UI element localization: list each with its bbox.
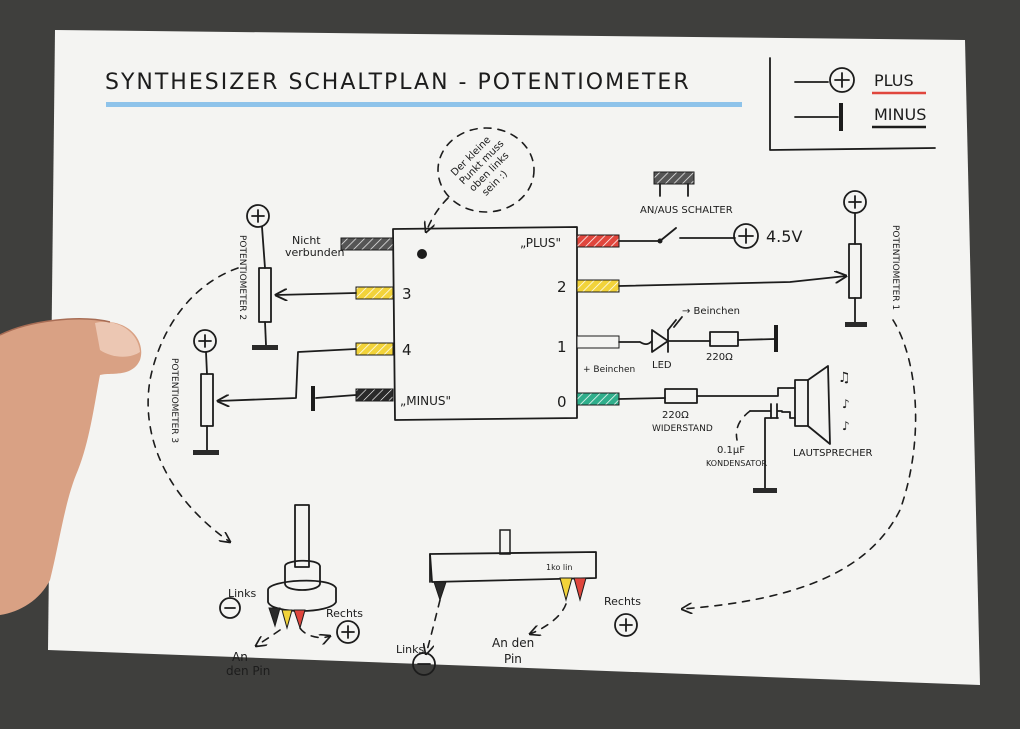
potentiometer-2: POTENTIOMETER 2 bbox=[237, 204, 357, 350]
diagram-title: SYNTHESIZER SCHALTPLAN - POTENTIOMETER bbox=[105, 70, 691, 95]
led-plus-leg: + Beinchen bbox=[583, 365, 635, 375]
led-label: LED bbox=[652, 360, 672, 371]
chip-orientation-dot-icon bbox=[417, 249, 427, 259]
slide-minus-icon bbox=[412, 652, 436, 676]
rotary-right-label: Rechts bbox=[326, 607, 363, 620]
switch-icon bbox=[653, 171, 695, 185]
capacitor-label: KONDENSATOR bbox=[706, 459, 768, 468]
pin-2-label: 2 bbox=[557, 278, 567, 296]
legend-minus-label: MINUS bbox=[874, 105, 926, 124]
not-connected-label-2: verbunden bbox=[285, 246, 344, 259]
pin-3 bbox=[355, 286, 394, 300]
led-icon bbox=[651, 329, 669, 353]
speaker-ground-icon bbox=[753, 488, 777, 493]
pot3-ground-icon bbox=[193, 450, 219, 455]
pot2-label: POTENTIOMETER 2 bbox=[237, 235, 247, 320]
pin-not-connected bbox=[340, 237, 394, 251]
switch-label: AN/AUS SCHALTER bbox=[640, 205, 733, 216]
led-resistor-label: 220Ω bbox=[706, 352, 733, 363]
led-branch: → Beinchen + Beinchen LED 220Ω bbox=[583, 306, 778, 375]
title-underline bbox=[106, 102, 742, 107]
pin-3-label: 3 bbox=[402, 285, 412, 303]
pot3-plus-icon bbox=[193, 329, 217, 353]
potentiometer-3: POTENTIOMETER 3 bbox=[169, 329, 357, 455]
potentiometer-1: POTENTIOMETER 1 bbox=[618, 190, 900, 327]
power-switch: AN/AUS SCHALTER 4.5V bbox=[618, 171, 802, 249]
slide-plus-icon bbox=[614, 613, 638, 637]
chip: 3 4 „MINUS" „PLUS" 2 1 0 Nicht verbunden bbox=[285, 226, 620, 421]
pot1-ground-icon bbox=[845, 322, 867, 327]
pin-2 bbox=[576, 279, 620, 293]
slide-left-label: Links bbox=[396, 643, 425, 656]
capacitor-value: 0.1µF bbox=[717, 445, 745, 456]
paper-sheet bbox=[48, 30, 980, 685]
slide-pin-label-2: Pin bbox=[504, 652, 522, 666]
plus-symbol-icon bbox=[829, 67, 855, 93]
hand-photo bbox=[0, 318, 142, 615]
pin-minus bbox=[355, 388, 394, 402]
dot-note-bubble: Der kleine Punkt muss oben links sein :) bbox=[426, 127, 535, 232]
pin-plus-label: „PLUS" bbox=[520, 236, 561, 250]
speaker-label: LAUTSPRECHER bbox=[793, 448, 873, 459]
pot3-label: POTENTIOMETER 3 bbox=[169, 358, 179, 443]
guide-arrow-left bbox=[147, 267, 239, 542]
slide-pin-label-1: An den bbox=[492, 636, 534, 650]
resistor-label: WIDERSTAND bbox=[652, 424, 713, 434]
supply-plus-icon bbox=[733, 223, 759, 249]
note-icon-3: ♪ bbox=[842, 419, 850, 433]
speaker-branch: 220Ω WIDERSTAND 0.1µF KONDENSATOR ♫ ♪ ♪ … bbox=[618, 365, 873, 493]
rotary-plus-icon bbox=[336, 620, 360, 644]
note-icon-2: ♪ bbox=[842, 397, 850, 411]
rotary-left-label: Links bbox=[228, 587, 257, 600]
pin-minus-label: „MINUS" bbox=[400, 394, 451, 408]
pin-4 bbox=[355, 342, 394, 356]
pot1-label: POTENTIOMETER 1 bbox=[890, 225, 900, 310]
rotary-pin-label-1: An bbox=[232, 650, 248, 664]
guide-arrow-right bbox=[682, 319, 917, 609]
pin-0-label: 0 bbox=[557, 393, 567, 411]
rotary-pin-label-2: den Pin bbox=[226, 664, 270, 678]
led-leg-note: → Beinchen bbox=[682, 306, 740, 317]
slide-pot-value: 1ko lin bbox=[546, 563, 572, 572]
rotary-potentiometer: Links Rechts An den Pin bbox=[219, 504, 363, 678]
pin-0 bbox=[576, 392, 620, 406]
slide-potentiometer: 1ko lin Links Rechts An den Pin bbox=[396, 529, 641, 676]
pin-1 bbox=[576, 335, 620, 349]
supply-voltage: 4.5V bbox=[766, 227, 802, 246]
note-icon: ♫ bbox=[838, 370, 851, 386]
led-resistor bbox=[709, 331, 739, 347]
pin-plus bbox=[576, 234, 620, 248]
rotary-minus-icon bbox=[219, 597, 241, 619]
not-connected-label: Nicht bbox=[292, 234, 321, 247]
pot2-ground-icon bbox=[252, 345, 278, 350]
pot2-plus-icon bbox=[246, 204, 270, 228]
legend-plus-label: PLUS bbox=[874, 71, 914, 90]
slide-right-label: Rechts bbox=[604, 595, 641, 608]
pin-1-label: 1 bbox=[557, 338, 567, 356]
pin-4-label: 4 bbox=[402, 341, 412, 359]
resistor-value: 220Ω bbox=[662, 410, 689, 421]
legend-box: PLUS MINUS bbox=[769, 57, 936, 151]
